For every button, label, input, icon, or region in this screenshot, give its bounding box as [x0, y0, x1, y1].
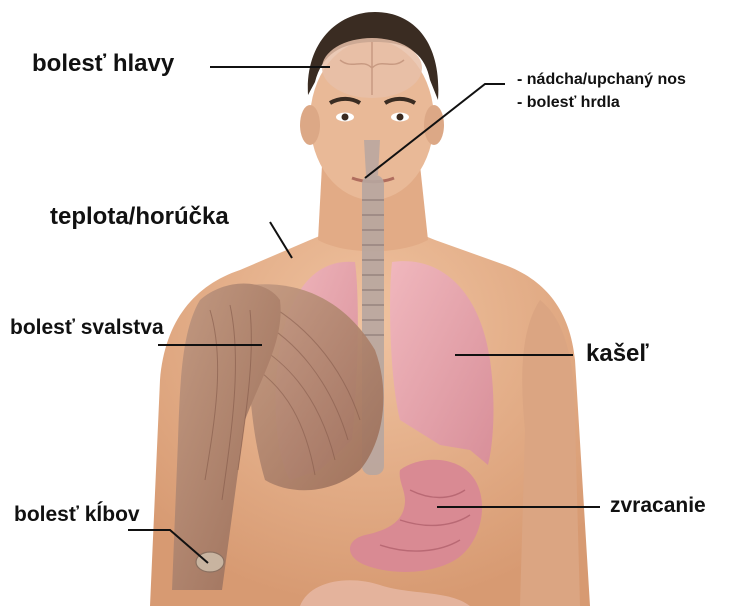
label-joint-pain: bolesť kĺbov: [14, 504, 140, 525]
label-headache: bolesť hlavy: [32, 52, 174, 76]
nasal-airway: [364, 140, 380, 175]
label-muscle-pain: bolesť svalstva: [10, 317, 164, 338]
label-sore-throat: - bolesť hrdla: [517, 95, 620, 111]
ear-left: [300, 105, 320, 145]
label-fever: teplota/horúčka: [50, 205, 229, 229]
label-runny-nose: - nádcha/upchaný nos: [517, 72, 686, 88]
label-vomiting: zvracanie: [610, 495, 706, 516]
pupil-right: [397, 114, 404, 121]
pupil-left: [342, 114, 349, 121]
label-cough: kašeľ: [586, 342, 649, 366]
